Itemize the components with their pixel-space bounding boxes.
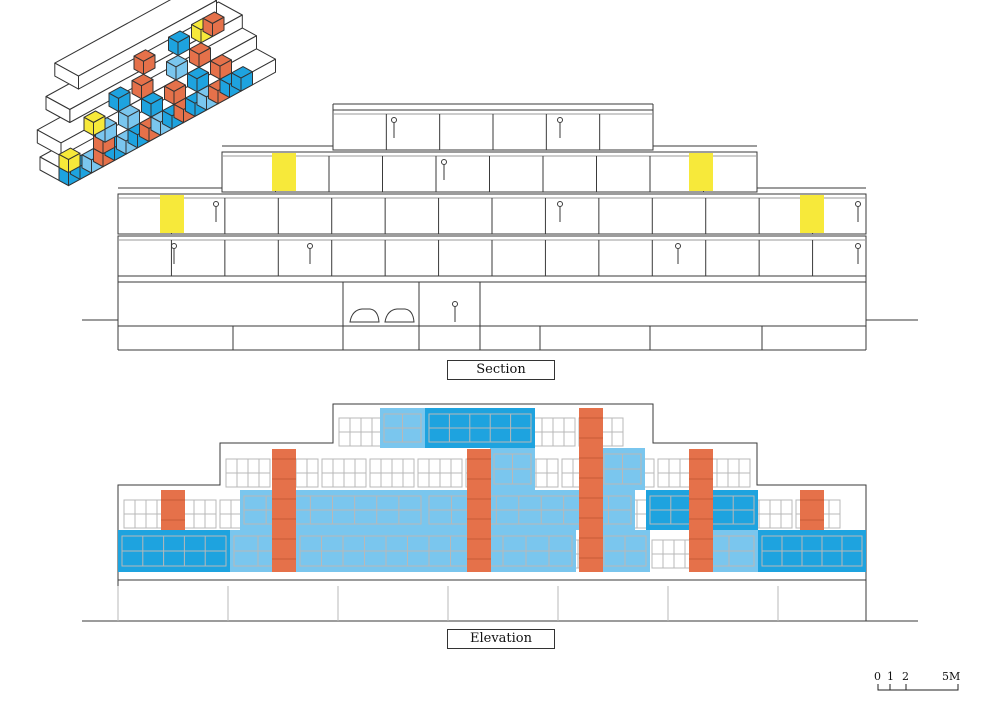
orange-unit-3 [579,408,603,572]
iso-unit-22-side [187,73,198,93]
scale-tick-0: 0 [874,670,881,683]
iso-unit-9-side [162,110,173,130]
isometric-massing-diagram [36,0,276,187]
ground-floor-slab [117,275,867,327]
person-figure-10 [452,301,458,322]
iso-unit-30-side [168,36,179,56]
iso-unit-13-side [208,85,219,105]
orange-unit-4 [689,449,713,572]
iso-unit-29-side [133,55,144,75]
person-figure-7 [675,243,681,264]
yellow-core-1 [272,153,296,191]
iso-unit-19-side [118,110,129,131]
iso-unit-14-side [219,78,230,98]
scale-tick-2: 2 [902,670,909,683]
iso-tier-4-side [54,62,79,90]
person-figure-9 [855,201,861,222]
section-label: Section [447,360,555,380]
iso-unit-31-side [191,24,202,44]
car-1-icon [349,308,380,323]
person-figure-1 [213,201,219,222]
building-section-drawing [82,103,918,351]
iso-tier-2-side [36,129,62,157]
iso-unit-5-side [116,135,127,155]
scale-bar [877,684,959,691]
elevation-outline [117,403,867,621]
parking-bay [342,281,420,327]
iso-unit-8-side [150,116,161,136]
person-figure-2 [307,243,313,264]
iso-unit-15-side [231,72,242,92]
person-figure-8 [855,243,861,264]
orange-unit-1 [272,449,296,572]
iso-unit-2-side [81,154,92,174]
orange-unit-2 [467,449,491,572]
elevation-label: Elevation [447,629,555,649]
scale-tick-1: 1 [887,670,894,683]
iso-unit-32-side [202,17,213,37]
person-figure-3 [391,117,397,138]
person-figure-6 [557,117,563,138]
iso-unit-12-side [196,91,207,111]
iso-unit-23-side [210,60,221,80]
building-elevation-drawing [82,403,918,622]
yellow-core-3 [800,195,824,233]
orange-unit-5 [800,490,824,530]
iso-unit-20-side [141,98,152,118]
entry-lobby [418,281,481,327]
iso-unit-10-side [173,103,184,124]
iso-unit-16-side [58,153,69,174]
iso-unit-11-side [185,97,196,117]
iso-unit-21-side [164,85,175,105]
iso-unit-25-side [108,92,119,112]
iso-unit-7-side [139,122,150,142]
iso-unit-24-side [83,116,94,136]
iso-tier-3-side [45,96,71,123]
orange-unit-0 [161,490,185,530]
yellow-core-0 [160,195,184,233]
person-figure-5 [557,201,563,222]
iso-unit-27-side [166,61,177,81]
iso-unit-26-side [131,80,142,100]
iso-unit-6-side [127,129,138,149]
iso-unit-28-side [189,48,200,68]
person-figure-0 [171,243,177,264]
car-2-icon [384,308,415,323]
person-figure-4 [441,159,447,180]
yellow-core-2 [689,153,713,191]
scale-tick-5m: 5M [942,670,961,683]
